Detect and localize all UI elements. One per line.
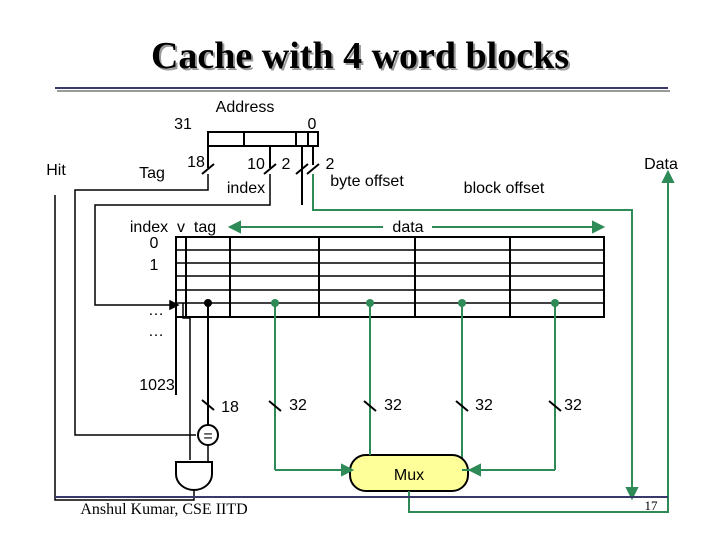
data-span-arrow [227,220,606,234]
index-bits: 10 [247,156,265,173]
width-word2: 32 [475,397,493,414]
title-shadow: Cache with 4 word blocks [153,37,571,79]
data-output-wire [408,169,675,513]
block-offset-label: block offset [464,180,545,197]
block-offset-wire [312,174,639,501]
mux-label: Mux [394,467,424,484]
index-wire [94,174,271,311]
byte-offset-bits: 2 [326,156,335,173]
width-word3: 32 [564,397,582,414]
mux-inputs [275,452,555,477]
width-word1: 32 [384,397,402,414]
valid-bit-wire [182,303,191,460]
page-number: 17 [645,498,659,513]
tag-compare-wires [201,303,215,427]
data-label: data [392,219,423,236]
row-label-dots-a: … [148,302,164,319]
width-tag-compare: 18 [221,399,239,416]
tag-address-wire [74,174,209,436]
footer-credit: Anshul Kumar, CSE IITD [80,501,247,518]
data-out-label: Data [644,156,678,173]
word-width-ticks [268,400,562,412]
row-label-1023: 1023 [139,377,175,394]
block-offset-bits: 2 [282,156,291,173]
tag-label: Tag [139,165,165,182]
index-label: index [227,180,265,197]
row-label-dots-b: … [148,323,164,340]
width-word0: 32 [289,397,307,414]
row-label-1: 1 [150,257,159,274]
byte-offset-label: byte offset [330,173,404,190]
cache-table [175,236,605,395]
row-label-0: 0 [150,235,159,252]
and-gate [175,461,213,491]
bit-0-label: 0 [308,116,317,133]
table-header: index v tag [130,219,216,236]
page-title: Cache with 4 word blocks [151,35,569,77]
address-register [207,131,319,147]
tag-wire-junction [204,299,212,307]
hit-wire [54,195,195,501]
hit-label: Hit [46,162,66,179]
bit-31-label: 31 [174,116,192,133]
address-field-wires [201,146,320,205]
address-label: Address [216,99,275,116]
word-output-wires [271,299,559,470]
tag-bits: 18 [187,154,205,171]
comparator-symbol: = [203,428,212,445]
